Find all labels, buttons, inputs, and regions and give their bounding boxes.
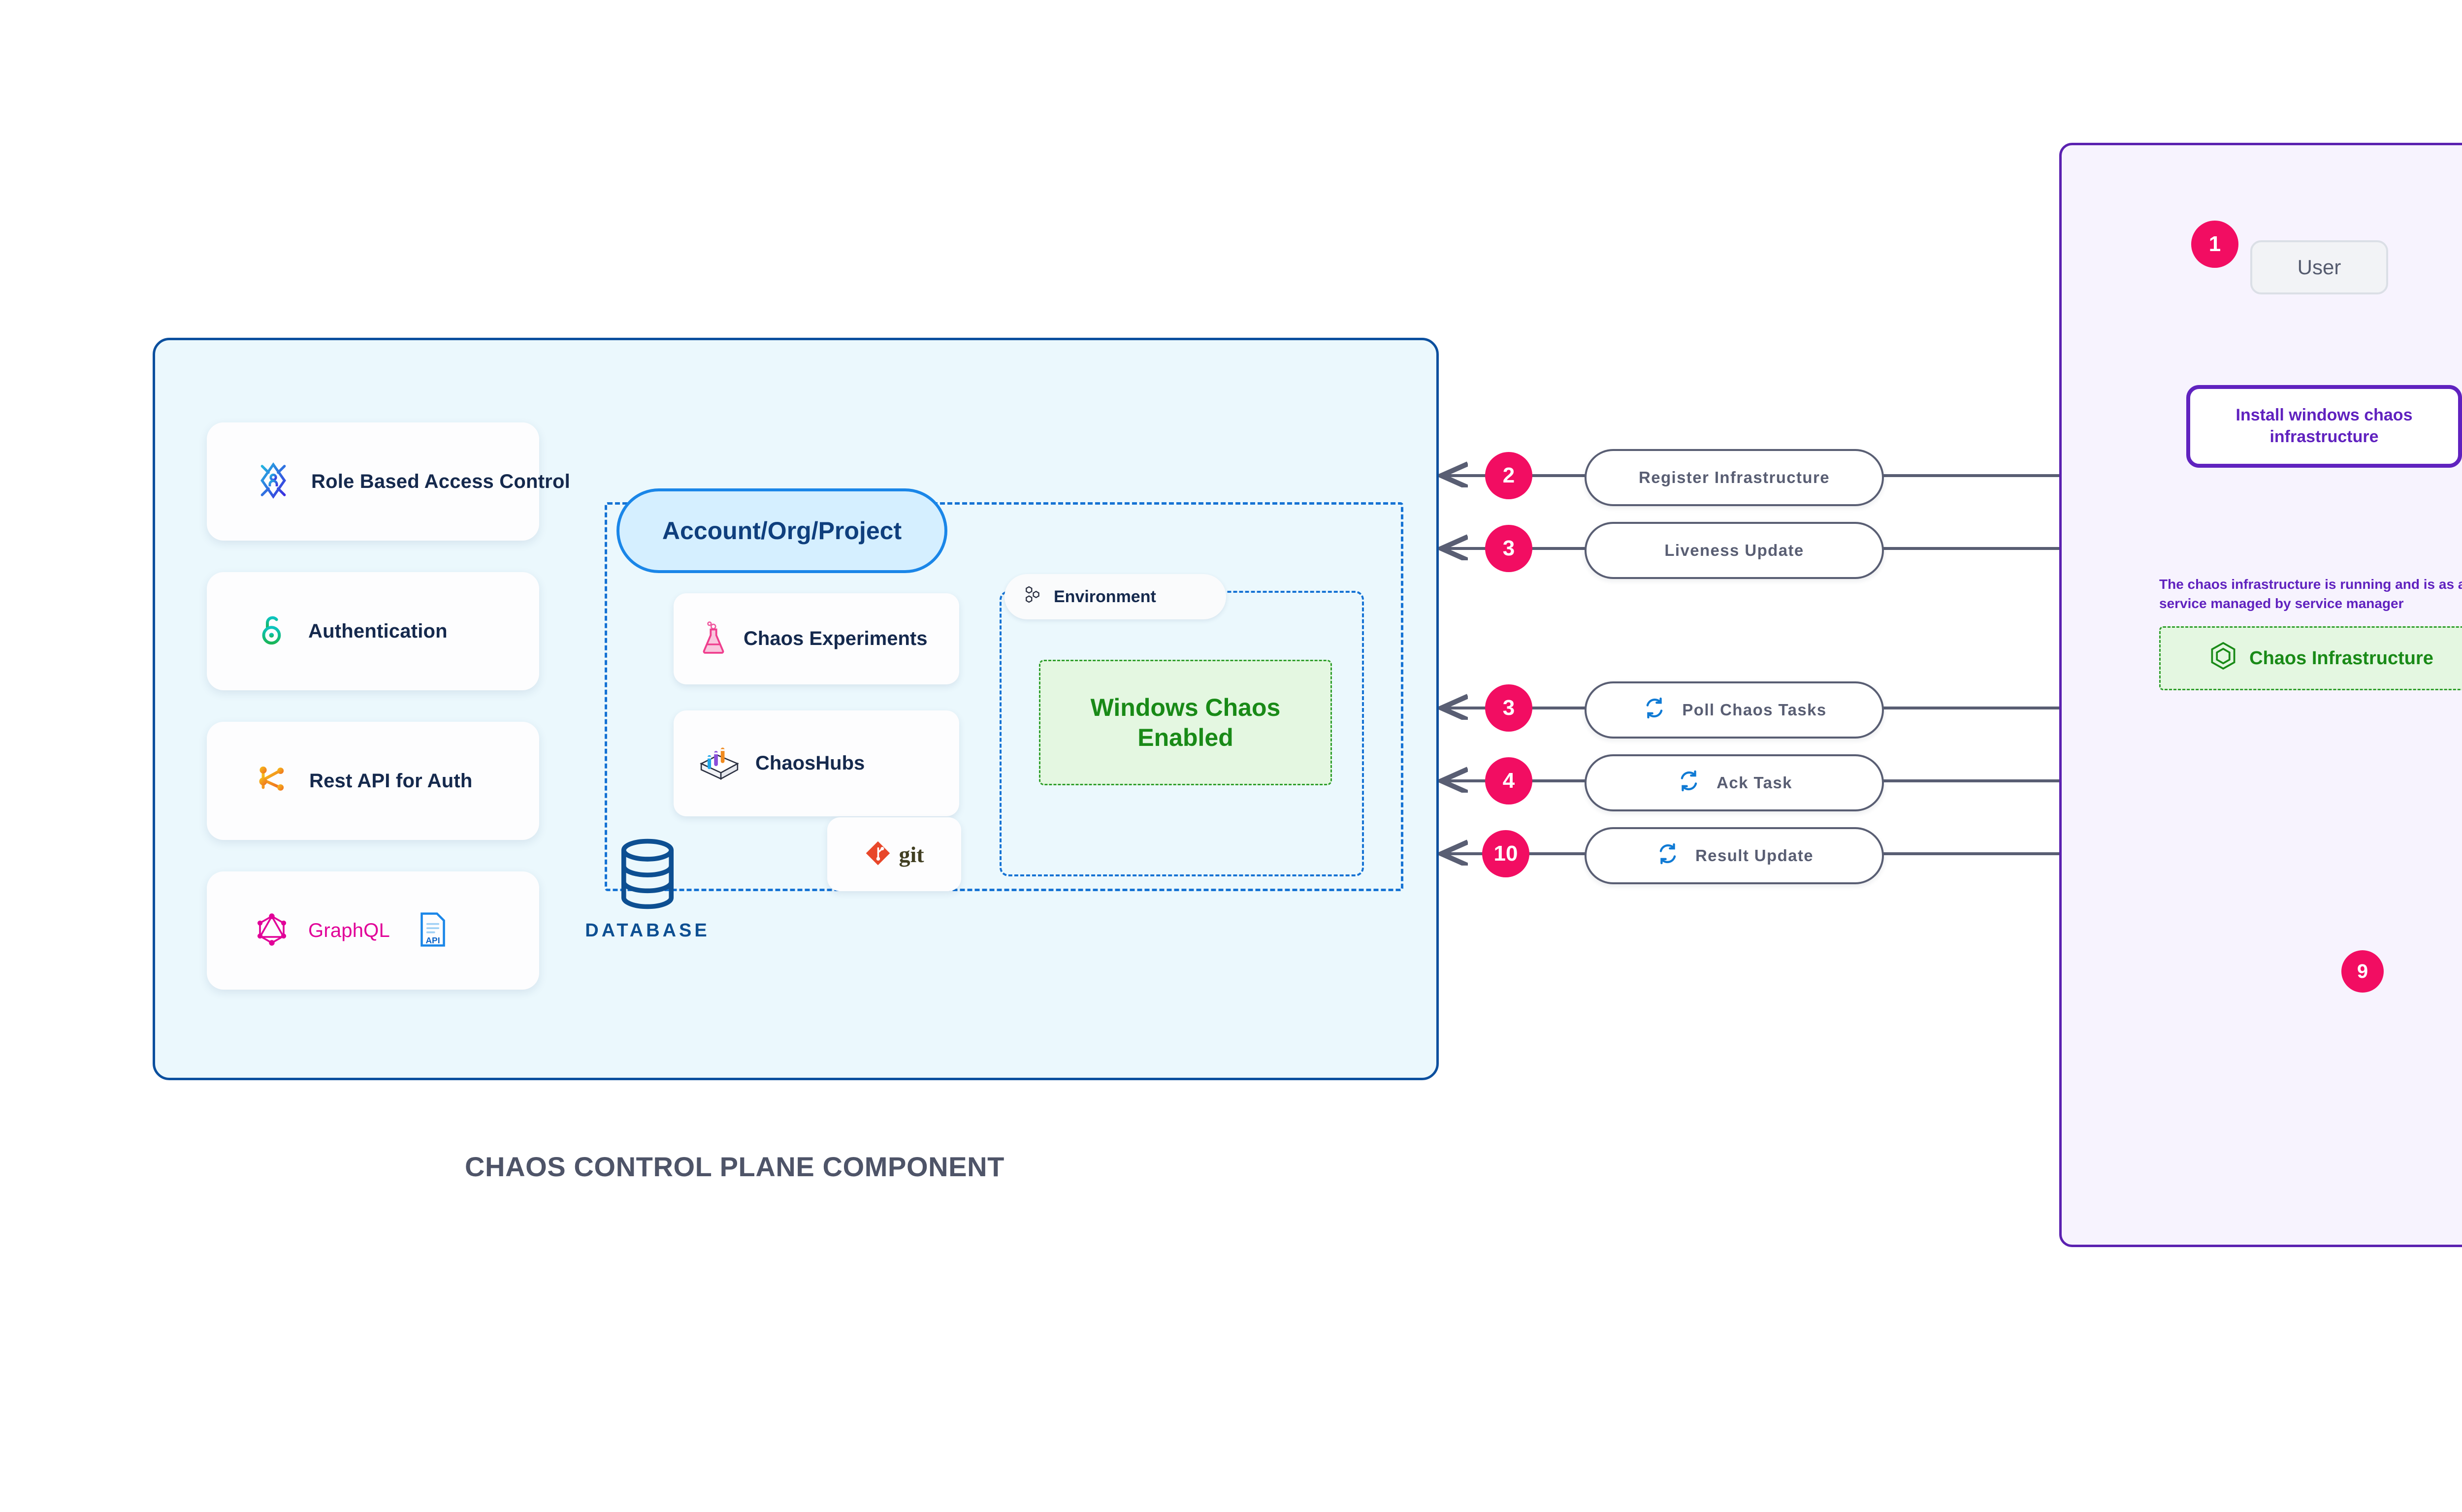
card-chaoshubs[interactable]: ChaosHubs bbox=[674, 710, 959, 816]
card-label: ChaosHubs bbox=[755, 752, 865, 774]
windows-chaos-enabled-label: Windows Chaos Enabled bbox=[1090, 693, 1281, 751]
flask-icon bbox=[698, 620, 729, 658]
connector-pill-result-update[interactable]: Result Update bbox=[1585, 827, 1884, 884]
service-card-rest-api[interactable]: Rest API for Auth bbox=[207, 722, 539, 840]
connector-label: Poll Chaos Tasks bbox=[1682, 701, 1827, 719]
test-tube-rack-icon bbox=[698, 743, 741, 783]
database-label: DATABASE bbox=[585, 920, 710, 941]
service-card-authentication[interactable]: Authentication bbox=[207, 572, 539, 690]
account-org-project-group bbox=[605, 502, 1403, 891]
connector-pill-ack-task[interactable]: Ack Task bbox=[1585, 754, 1884, 811]
step-badge-10: 10 bbox=[1482, 830, 1529, 877]
service-card-rbac[interactable]: Role Based Access Control bbox=[207, 422, 570, 541]
connector-label: Register Infrastructure bbox=[1639, 468, 1830, 486]
environment-label: Environment bbox=[1054, 587, 1156, 606]
service-label: Rest API for Auth bbox=[309, 770, 473, 792]
step-badge-3b: 3 bbox=[1485, 684, 1532, 732]
step-badge-9: 9 bbox=[2341, 950, 2384, 993]
sync-icon bbox=[1655, 841, 1681, 870]
rbac-icon bbox=[254, 461, 292, 502]
windows-chaos-enabled-box: Windows Chaos Enabled bbox=[1039, 660, 1332, 785]
connector-pill-poll-chaos-tasks[interactable]: Poll Chaos Tasks bbox=[1585, 681, 1884, 739]
service-label: GraphQL bbox=[308, 919, 390, 941]
chaos-execution-plane-panel bbox=[2059, 143, 2462, 1247]
svg-text:API: API bbox=[425, 935, 440, 945]
service-label: Authentication bbox=[308, 620, 448, 642]
connector-label: Ack Task bbox=[1717, 773, 1792, 792]
harness-hexagon-icon bbox=[2210, 641, 2236, 676]
step-badge-1: 1 bbox=[2191, 221, 2238, 268]
card-chaos-experiments[interactable]: Chaos Experiments bbox=[674, 593, 959, 684]
install-windows-chaos-infrastructure-node[interactable]: Install windows chaos infrastructure bbox=[2186, 385, 2462, 468]
api-document-icon: API bbox=[418, 911, 448, 950]
card-git[interactable]: git bbox=[827, 817, 961, 891]
note-chaos-infrastructure-running: The chaos infrastructure is running and … bbox=[2159, 577, 2462, 611]
install-node-label: Install windows chaos infrastructure bbox=[2235, 406, 2413, 446]
environment-chip[interactable]: Environment bbox=[1004, 574, 1226, 619]
step-badge-2: 2 bbox=[1485, 452, 1532, 499]
hexagon-cluster-icon bbox=[1021, 584, 1043, 610]
database-block: DATABASE bbox=[583, 837, 712, 985]
account-org-project-label: Account/Org/Project bbox=[662, 517, 902, 545]
chaos-infrastructure-node[interactable]: Chaos Infrastructure bbox=[2159, 626, 2462, 690]
connector-pill-liveness-update[interactable]: Liveness Update bbox=[1585, 522, 1884, 579]
connector-label: Liveness Update bbox=[1664, 541, 1804, 559]
chaos-infrastructure-label: Chaos Infrastructure bbox=[2249, 647, 2433, 669]
sync-icon bbox=[1642, 695, 1667, 725]
lock-icon bbox=[254, 612, 290, 650]
card-label: git bbox=[899, 841, 924, 867]
user-node-label: User bbox=[2297, 256, 2341, 279]
graphql-icon bbox=[254, 912, 290, 950]
service-card-graphql[interactable]: GraphQL API bbox=[207, 871, 539, 990]
connector-pill-register-infrastructure[interactable]: Register Infrastructure bbox=[1585, 449, 1884, 506]
step-badge-3a: 3 bbox=[1485, 525, 1532, 572]
git-icon bbox=[864, 839, 892, 869]
account-org-project-chip[interactable]: Account/Org/Project bbox=[616, 488, 947, 573]
sync-icon bbox=[1676, 768, 1702, 798]
step-badge-4: 4 bbox=[1485, 757, 1532, 804]
card-label: Chaos Experiments bbox=[744, 628, 928, 649]
network-share-icon bbox=[254, 762, 291, 801]
connector-label: Result Update bbox=[1695, 846, 1814, 865]
user-node[interactable]: User bbox=[2250, 240, 2388, 294]
control-plane-title: CHAOS CONTROL PLANE COMPONENT bbox=[465, 1151, 1004, 1182]
service-label: Role Based Access Control bbox=[311, 470, 570, 492]
database-cylinder-icon bbox=[618, 837, 677, 913]
